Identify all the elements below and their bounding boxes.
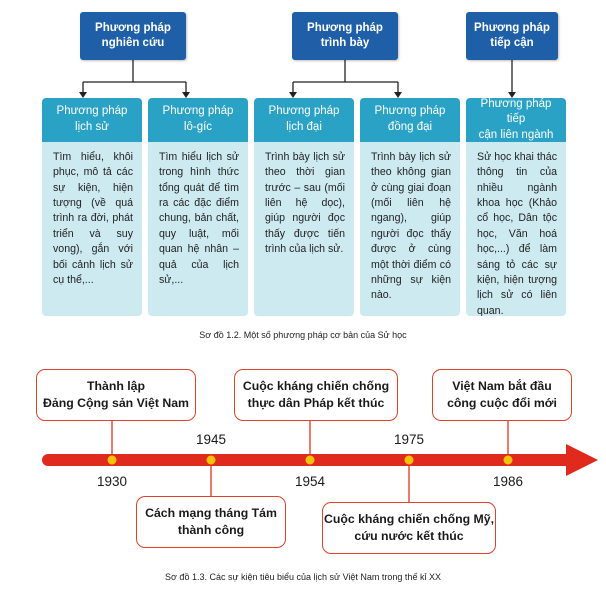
year-label-1930: 1930 xyxy=(96,474,128,489)
method-title: Phương pháp lô-gíc xyxy=(148,98,248,142)
category-presentation: Phương pháp trình bày xyxy=(292,12,398,60)
category-approach: Phương pháp tiếp cận xyxy=(466,12,558,60)
diagram1-caption: Sơ đồ 1.2. Một số phương pháp cơ bản của… xyxy=(199,330,407,340)
method-description: Sử học khai thác thông tin của nhiều ngà… xyxy=(477,151,557,316)
event-box-1945: Cách mạng tháng Tám thành công xyxy=(136,496,286,548)
event-box-1930: Thành lập Đảng Cộng sản Việt Nam xyxy=(36,369,196,421)
year-label-1954: 1954 xyxy=(294,474,326,489)
event-box-1954: Cuộc kháng chiến chống thực dân Pháp kết… xyxy=(234,369,398,421)
timeline-dot-1986 xyxy=(503,455,513,465)
timeline-dot-1975 xyxy=(404,455,414,465)
timeline-dot-1954 xyxy=(305,455,315,465)
year-label-1975: 1975 xyxy=(393,432,425,447)
method-description: Tìm hiểu, khôi phục, mô tả các sự kiện, … xyxy=(53,151,133,286)
method-card-synchronic: Phương pháp đồng đại Trình bày lịch sử t… xyxy=(360,98,460,316)
method-description: Tìm hiểu lịch sử trong hình thức tổng qu… xyxy=(159,151,239,286)
method-title: Phương pháp tiếp cận liên ngành xyxy=(466,98,566,142)
year-label-1945: 1945 xyxy=(195,432,227,447)
method-card-logical: Phương pháp lô-gíc Tìm hiểu lịch sử tron… xyxy=(148,98,248,316)
year-label-1986: 1986 xyxy=(492,474,524,489)
method-card-historical: Phương pháp lịch sử Tìm hiểu, khôi phục,… xyxy=(42,98,142,316)
method-title: Phương pháp đồng đại xyxy=(360,98,460,142)
method-card-interdisciplinary: Phương pháp tiếp cận liên ngành Sử học k… xyxy=(466,98,566,316)
category-research: Phương pháp nghiên cứu xyxy=(80,12,186,60)
method-description: Trình bày lịch sử theo thời gian trước –… xyxy=(265,151,345,256)
event-box-1975: Cuộc kháng chiến chống Mỹ, cứu nước kết … xyxy=(322,502,496,554)
method-description: Trình bày lịch sử theo không gian ở cùng… xyxy=(371,151,451,302)
method-title: Phương pháp lịch đại xyxy=(254,98,354,142)
timeline-dot-1930 xyxy=(107,455,117,465)
method-card-diachronic: Phương pháp lịch đại Trình bày lịch sử t… xyxy=(254,98,354,316)
method-title: Phương pháp lịch sử xyxy=(42,98,142,142)
diagram2-caption: Sơ đồ 1.3. Các sự kiện tiêu biểu của lịc… xyxy=(165,572,441,582)
timeline-dot-1945 xyxy=(206,455,216,465)
event-box-1986: Việt Nam bắt đầu công cuộc đổi mới xyxy=(432,369,572,421)
timeline-arrow-head xyxy=(566,444,598,476)
